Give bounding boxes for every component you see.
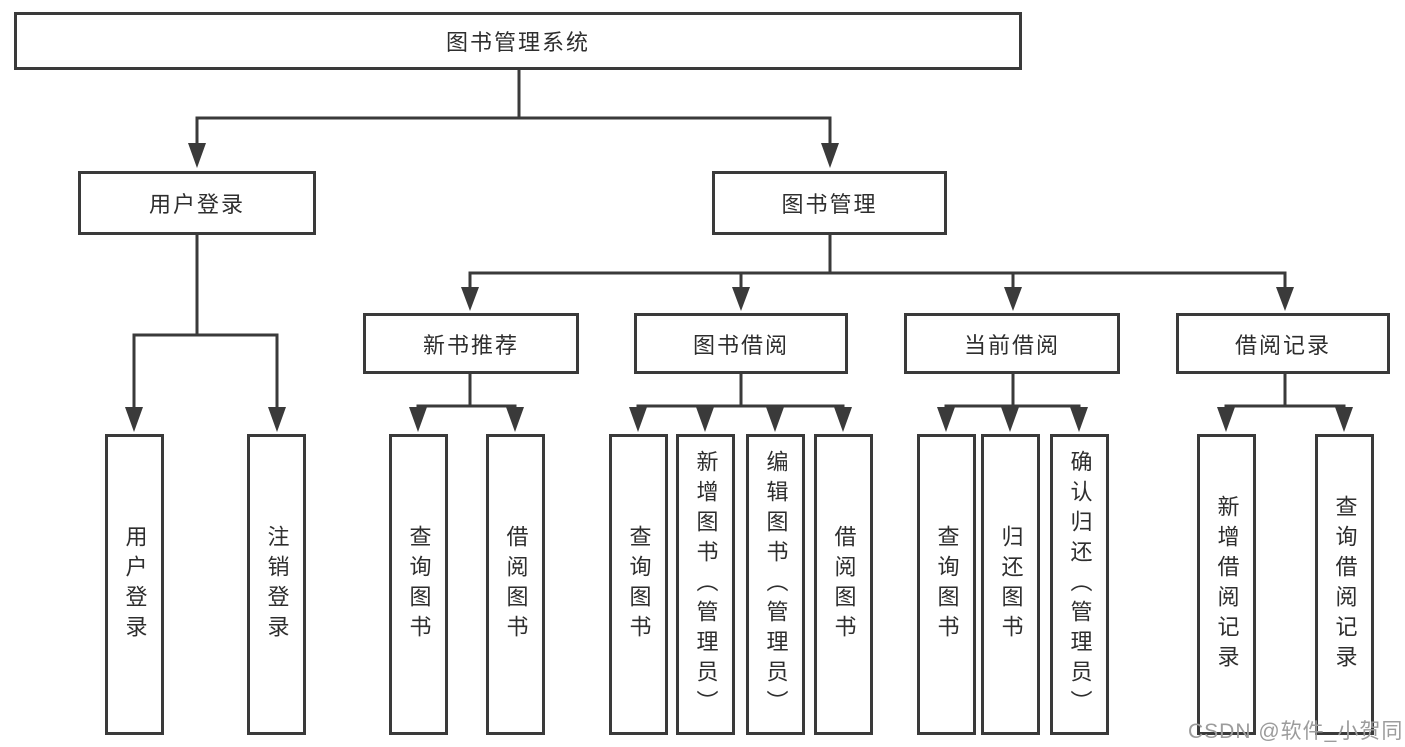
leaf-query-books-recommend: 查询图书: [389, 434, 448, 735]
leaf-edit-book-admin: 编辑图书（管理员）: [746, 434, 805, 735]
node-user-login: 用户登录: [78, 171, 316, 235]
node-borrow-records: 借阅记录: [1176, 313, 1390, 374]
node-library-management-system: 图书管理系统: [14, 12, 1022, 70]
leaf-logout-login: 注销登录: [247, 434, 306, 735]
leaf-query-borrow-record: 查询借阅记录: [1315, 434, 1374, 735]
leaf-borrow-books: 借阅图书: [814, 434, 873, 735]
node-book-management: 图书管理: [712, 171, 947, 235]
node-book-borrow: 图书借阅: [634, 313, 848, 374]
node-current-borrow: 当前借阅: [904, 313, 1120, 374]
node-new-book-recommend: 新书推荐: [363, 313, 579, 374]
leaf-query-books-current: 查询图书: [917, 434, 976, 735]
leaf-query-books-borrow: 查询图书: [609, 434, 668, 735]
leaf-add-book-admin: 新增图书（管理员）: [676, 434, 735, 735]
leaf-add-borrow-record: 新增借阅记录: [1197, 434, 1256, 735]
leaf-user-login: 用户登录: [105, 434, 164, 735]
leaf-confirm-return-admin: 确认归还（管理员）: [1050, 434, 1109, 735]
watermark-text: CSDN @软件_小贺同学: [1188, 720, 1404, 743]
leaf-borrow-books-recommend: 借阅图书: [486, 434, 545, 735]
leaf-return-book: 归还图书: [981, 434, 1040, 735]
